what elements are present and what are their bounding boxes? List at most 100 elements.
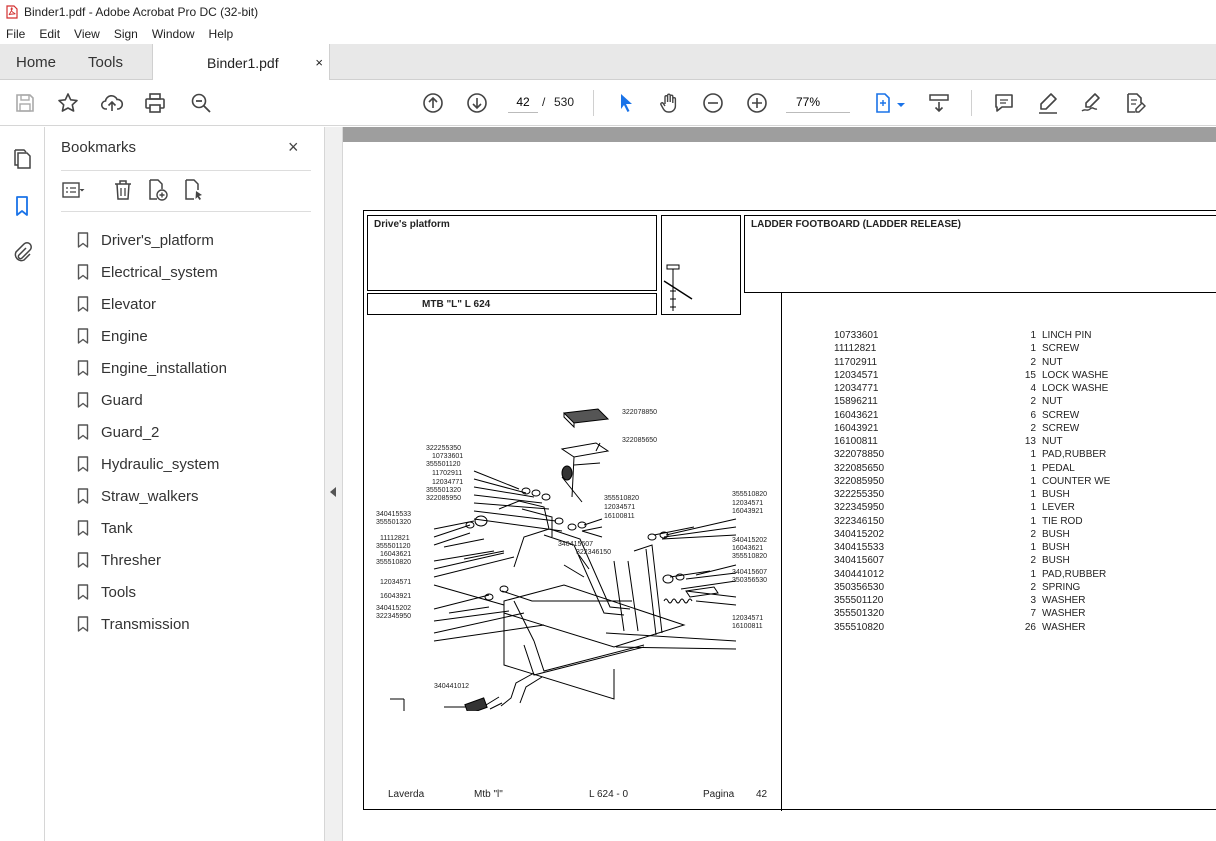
highlight-pen-icon[interactable] <box>1036 91 1060 115</box>
part-desc: PAD,RUBBER <box>1042 449 1107 461</box>
menu-view[interactable]: View <box>74 27 100 41</box>
diagram-label: 340415533 <box>376 511 412 518</box>
bookmark-item[interactable]: Elevator <box>77 288 227 320</box>
bookmark-label: Driver's_platform <box>101 231 214 249</box>
bookmark-item[interactable]: Thresher <box>77 544 227 576</box>
footer-page-number: 42 <box>756 789 768 800</box>
part-qty: 1 <box>1030 449 1036 461</box>
part-code: 12034771 <box>834 383 879 394</box>
diagram-label: 322346150 <box>576 549 612 556</box>
diagram-label: 340415607 <box>732 569 768 576</box>
bookmark-item[interactable]: Engine_installation <box>77 352 227 384</box>
page-number-input[interactable] <box>508 91 538 113</box>
part-qty: 7 <box>1030 608 1036 620</box>
bookmark-label: Guard_2 <box>101 423 160 441</box>
menu-window[interactable]: Window <box>151 27 195 41</box>
part-desc: COUNTER WE <box>1042 475 1111 487</box>
part-qty: 1 <box>1030 475 1036 487</box>
scroll-mode-icon[interactable] <box>927 91 951 115</box>
diagram-label: 12034771 <box>432 479 464 486</box>
column-divider <box>781 293 782 811</box>
bookmark-item[interactable]: Tank <box>77 512 227 544</box>
attachments-paperclip-icon[interactable] <box>11 241 33 263</box>
tab-tools[interactable]: Tools <box>88 53 124 71</box>
menu-help[interactable]: Help <box>208 27 234 41</box>
bookmark-icon <box>77 360 89 376</box>
draw-signature-icon[interactable] <box>1079 91 1103 115</box>
bookmark-item[interactable]: Transmission <box>77 608 227 640</box>
part-code: 16043621 <box>834 409 879 421</box>
print-icon[interactable] <box>143 91 167 115</box>
diagram-label: 11112821 <box>380 535 410 542</box>
bookmarks-panel-icon[interactable] <box>11 195 33 217</box>
new-bookmark-icon[interactable] <box>145 178 169 202</box>
zoom-input[interactable] <box>786 91 850 113</box>
diagram-label: 340441012 <box>434 683 470 690</box>
bookmark-item[interactable]: Straw_walkers <box>77 480 227 512</box>
part-qty: 2 <box>1030 581 1036 593</box>
part-heading: LADDER FOOTBOARD (LADDER RELEASE) <box>751 219 961 230</box>
zoom-out-icon[interactable] <box>701 91 725 115</box>
part-code: 16100811 <box>834 436 878 447</box>
part-code: 12034571 <box>834 369 879 381</box>
part-desc: NUT <box>1042 436 1063 447</box>
diagram-label: 355510820 <box>604 495 640 502</box>
part-code: 15896211 <box>834 396 878 408</box>
hand-tool-icon[interactable] <box>657 91 681 115</box>
bookmark-item[interactable]: Electrical_system <box>77 256 227 288</box>
document-viewport[interactable]: Drive's platform MTB "L" L 624 LADDER FO… <box>343 127 1216 841</box>
select-cursor-icon[interactable] <box>614 91 638 115</box>
bookmark-icon <box>77 456 89 472</box>
bookmark-item[interactable]: Engine <box>77 320 227 352</box>
panel-splitter[interactable] <box>325 127 343 841</box>
bookmark-icon <box>77 328 89 344</box>
diagram-label: 10733601 <box>432 453 464 460</box>
bookmark-item[interactable]: Driver's_platform <box>77 224 227 256</box>
diagram-label: 12034571 <box>732 500 764 507</box>
bookmark-label: Elevator <box>101 295 157 313</box>
tab-home[interactable]: Home <box>16 53 57 71</box>
diagram-label: 355501320 <box>376 519 412 526</box>
part-desc: BUSH <box>1042 542 1070 553</box>
part-desc: SCREW <box>1042 409 1080 421</box>
zoom-in-icon[interactable] <box>745 91 769 115</box>
tab-close-button[interactable]: × <box>315 55 323 70</box>
star-icon[interactable] <box>56 91 80 115</box>
tab-document[interactable]: Binder1.pdf × <box>152 44 330 81</box>
bookmark-icon <box>77 392 89 408</box>
menu-file[interactable]: File <box>6 27 26 41</box>
page-up-icon[interactable] <box>421 91 445 115</box>
part-code: 350356530 <box>834 581 885 593</box>
delete-bookmark-trash-icon[interactable] <box>111 178 135 202</box>
comment-icon[interactable] <box>992 91 1016 115</box>
cloud-upload-icon[interactable] <box>100 91 124 115</box>
bookmark-icon <box>77 552 89 568</box>
part-qty: 2 <box>1030 555 1036 567</box>
bookmark-options-icon[interactable] <box>61 178 85 202</box>
menu-sign[interactable]: Sign <box>113 27 138 41</box>
bookmark-item[interactable]: Guard_2 <box>77 416 227 448</box>
bookmark-item[interactable]: Tools <box>77 576 227 608</box>
part-code: 340415202 <box>834 528 885 540</box>
edit-pdf-icon[interactable] <box>1123 91 1147 115</box>
diagram-label: 16100811 <box>732 623 763 630</box>
fit-page-icon[interactable] <box>871 91 895 115</box>
fit-dropdown-chevron-icon[interactable] <box>896 97 906 107</box>
page-down-icon[interactable] <box>465 91 489 115</box>
page-total: 530 <box>554 95 575 109</box>
bookmark-item[interactable]: Hydraulic_system <box>77 448 227 480</box>
part-code: 355510820 <box>834 621 885 633</box>
bookmarks-close-button[interactable]: × <box>288 137 299 157</box>
collapse-panel-arrow-icon[interactable] <box>330 487 336 497</box>
menu-edit[interactable]: Edit <box>39 27 61 41</box>
bookmark-item[interactable]: Guard <box>77 384 227 416</box>
pdf-app-icon <box>6 5 18 19</box>
zoom-search-icon[interactable] <box>189 91 213 115</box>
window-title: Binder1.pdf - Adobe Acrobat Pro DC (32-b… <box>24 5 259 19</box>
page-thumbnails-icon[interactable] <box>11 148 33 170</box>
bookmark-from-selection-icon[interactable] <box>181 178 205 202</box>
save-icon[interactable] <box>13 91 37 115</box>
part-qty: 1 <box>1030 502 1036 514</box>
bookmark-icon <box>77 424 89 440</box>
